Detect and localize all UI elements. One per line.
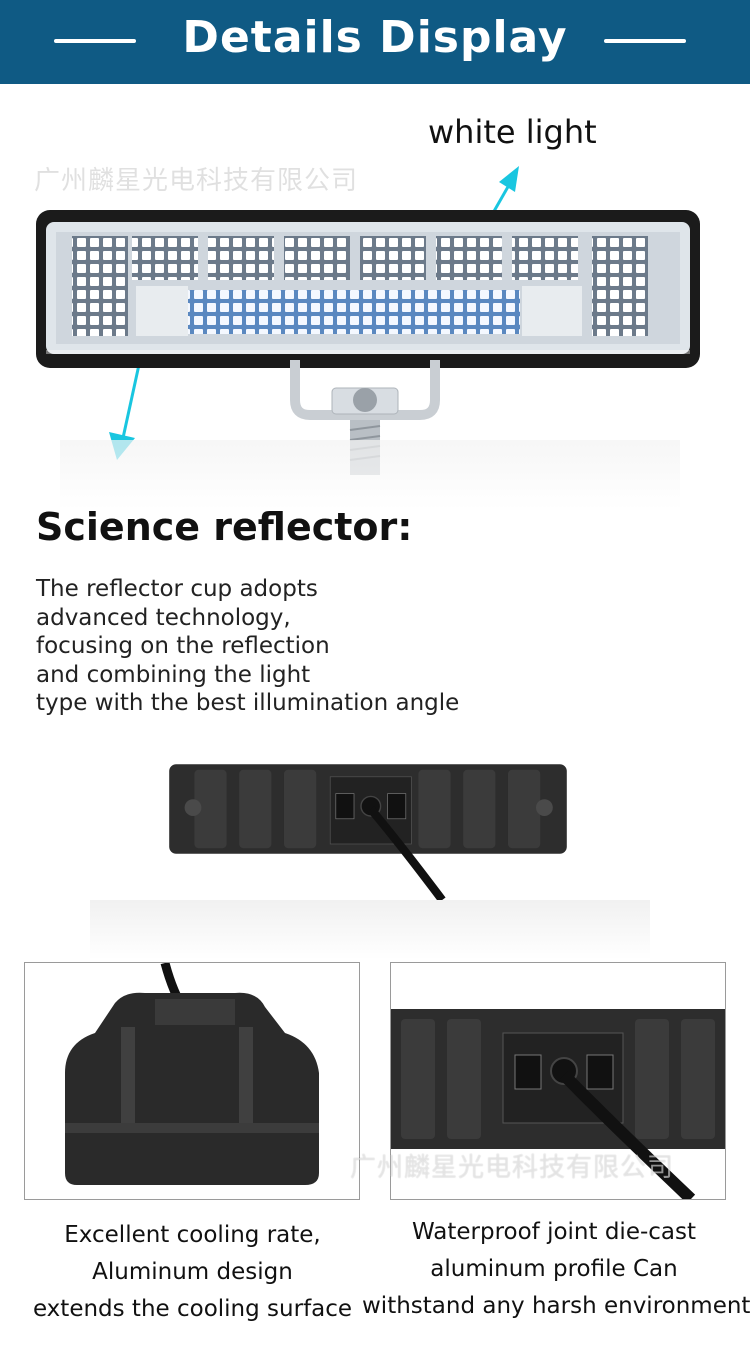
description-line: The reflector cup adopts — [36, 576, 318, 602]
caption-line: extends the cooling surface — [32, 1296, 353, 1322]
cooling-caption: Excellent cooling rate, Aluminum design … — [20, 1217, 365, 1328]
description-line: and combining the light — [36, 661, 311, 688]
white-light-label: white light — [428, 113, 597, 151]
description-line: focusing on the reflection — [36, 633, 330, 659]
caption-line: withstand any harsh environment — [362, 1293, 750, 1319]
watermark-text: 广州麟星光电科技有限公司 — [34, 166, 359, 196]
caption-line: Aluminum design — [92, 1259, 293, 1285]
caption-line: Excellent cooling rate, — [64, 1222, 321, 1248]
waterproof-caption: Waterproof joint die-cast aluminum profi… — [362, 1214, 750, 1325]
watermark-text: 广州麟星光电科技有限公司 — [350, 1153, 675, 1183]
caption-line: Waterproof joint die-cast — [411, 1219, 697, 1245]
description-line: advanced technology, — [36, 604, 291, 631]
housing-reflection — [90, 900, 650, 960]
cooling-fin-image — [65, 963, 319, 1185]
section-heading: Science reflector: — [36, 505, 413, 549]
led-light-bar-image — [36, 210, 700, 368]
housing-back-image — [169, 764, 567, 900]
caption-line: aluminum profile Can — [430, 1256, 678, 1282]
header-banner: Details Display — [0, 0, 750, 84]
header-line-left — [54, 39, 136, 43]
description-line: type with the best illumination angle — [36, 690, 460, 716]
waterproof-detail-panel — [390, 962, 726, 1200]
cooling-detail-panel — [24, 962, 360, 1200]
page-title: Details Display — [182, 12, 568, 63]
header-line-right — [604, 39, 686, 43]
section-description: The reflector cup adopts advanced techno… — [36, 575, 459, 718]
waterproof-joint-image — [391, 1009, 725, 1199]
light-bar-reflection — [60, 440, 680, 510]
